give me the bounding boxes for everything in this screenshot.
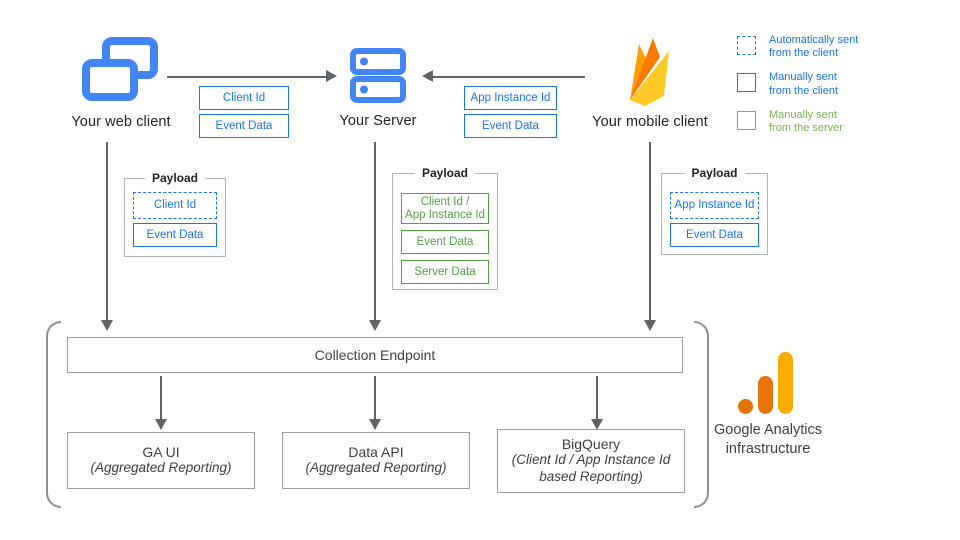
- arrowhead-down-icon: [591, 419, 603, 430]
- mobile-client-label: Your mobile client: [592, 114, 708, 130]
- data-api-title: Data API: [348, 444, 404, 461]
- arrow-web-down: [106, 142, 108, 321]
- arrowhead-down-icon: [369, 419, 381, 430]
- payload-item-event-data: Event Data: [670, 223, 759, 247]
- google-analytics-logo-icon: [730, 349, 796, 415]
- flow-label-event-data: Event Data: [199, 114, 289, 138]
- bigquery-box: BigQuery (Client Id / App Instance Id ba…: [497, 429, 685, 493]
- legend-item-manual-client: Manually sent from the client: [737, 71, 858, 97]
- data-api-subtitle: (Aggregated Reporting): [305, 460, 447, 476]
- payload-item-event-data: Event Data: [401, 230, 489, 254]
- legend-label: Manually sent from the client: [769, 71, 839, 97]
- arrow-endpoint-to-bigquery: [596, 376, 598, 420]
- arrow-endpoint-to-gaui: [160, 376, 162, 420]
- web-to-server-labels: Client Id Event Data: [199, 86, 289, 138]
- ga-logo-tall-bar: [778, 352, 793, 414]
- payload-item-event-data: Event Data: [133, 223, 217, 247]
- payload-item-client-or-app-id: Client Id / App Instance Id: [401, 193, 489, 224]
- payload-item-app-instance-id: App Instance Id: [670, 192, 759, 219]
- collection-endpoint-box: Collection Endpoint: [67, 337, 683, 373]
- payload-box-web: Payload Client Id Event Data: [124, 171, 226, 257]
- payload-box-server: Payload Client Id / App Instance Id Even…: [392, 166, 498, 290]
- legend: Automatically sent from the client Manua…: [737, 34, 858, 135]
- server-icon: [350, 48, 406, 103]
- ga-logo-dot: [738, 399, 753, 414]
- payload-box-mobile: Payload App Instance Id Event Data: [661, 166, 768, 255]
- arrowhead-down-icon: [369, 320, 381, 331]
- arrow-endpoint-to-dataapi: [374, 376, 376, 420]
- bigquery-subtitle: (Client Id / App Instance Id based Repor…: [511, 452, 671, 484]
- right-bracket: [694, 321, 709, 508]
- infrastructure-caption: Google Analytics infrastructure: [713, 422, 822, 457]
- arrow-mobile-down: [649, 142, 651, 321]
- browser-windows-icon: [82, 37, 158, 101]
- solid-green-swatch-icon: [737, 110, 756, 130]
- payload-item-client-id: Client Id: [133, 192, 217, 219]
- ga-logo-mid-bar: [758, 376, 773, 414]
- arrow-web-to-server: [167, 76, 327, 78]
- bigquery-title: BigQuery: [561, 436, 621, 453]
- arrow-server-down: [374, 142, 376, 321]
- arrowhead-down-icon: [101, 320, 113, 331]
- arrowhead-right-icon: [326, 70, 337, 82]
- legend-item-auto-client: Automatically sent from the client: [737, 34, 858, 60]
- payload-title: Payload: [684, 166, 745, 180]
- arrowhead-left-icon: [422, 70, 433, 82]
- solid-blue-swatch-icon: [737, 73, 756, 93]
- ga-ui-subtitle: (Aggregated Reporting): [90, 460, 232, 476]
- data-api-box: Data API (Aggregated Reporting): [282, 432, 470, 489]
- web-client-label: Your web client: [71, 114, 171, 130]
- ga-ui-title: GA UI: [142, 444, 180, 461]
- arrowhead-down-icon: [644, 320, 656, 331]
- legend-label: Automatically sent from the client: [769, 34, 859, 60]
- flow-label-event-data: Event Data: [464, 114, 557, 138]
- flow-label-app-instance-id: App Instance Id: [464, 86, 557, 110]
- dashed-blue-swatch-icon: [737, 36, 756, 55]
- mobile-to-server-labels: App Instance Id Event Data: [464, 86, 557, 138]
- left-bracket: [46, 321, 61, 508]
- legend-label: Manually sent from the server: [769, 108, 843, 134]
- payload-title: Payload: [414, 166, 476, 180]
- server-label: Your Server: [339, 113, 417, 129]
- arrow-mobile-to-server: [433, 76, 585, 78]
- flow-label-client-id: Client Id: [199, 86, 289, 110]
- legend-item-manual-server: Manually sent from the server: [737, 109, 858, 135]
- firebase-icon: [630, 38, 669, 106]
- arrowhead-down-icon: [155, 419, 167, 430]
- payload-item-server-data: Server Data: [401, 260, 489, 284]
- payload-title: Payload: [144, 171, 206, 185]
- ga-ui-box: GA UI (Aggregated Reporting): [67, 432, 255, 489]
